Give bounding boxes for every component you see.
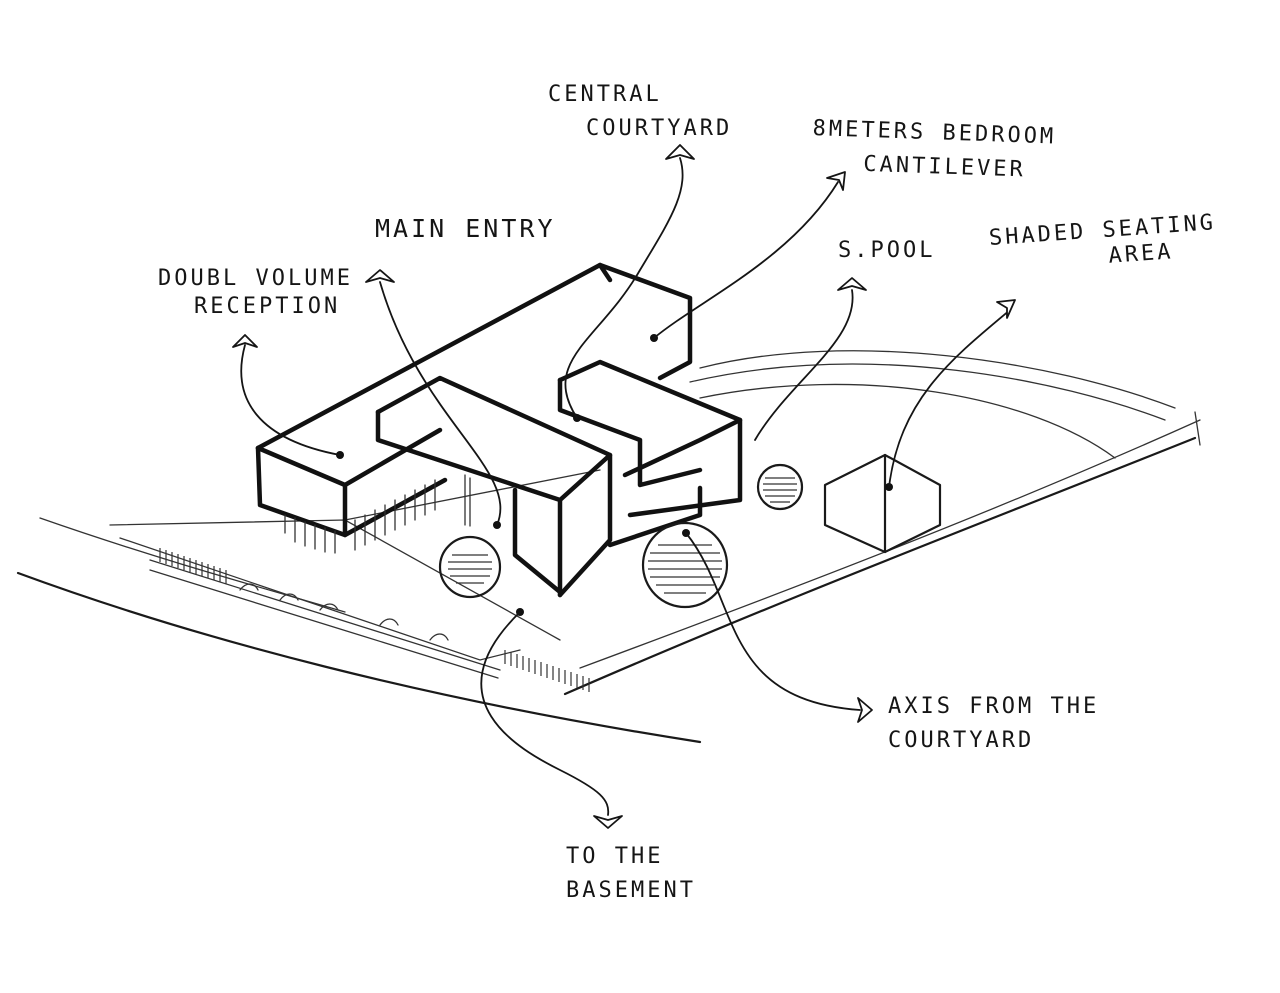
label-basement-line2: BASEMENT [566,878,696,903]
label-basement: TO THE BASEMENT [566,840,696,908]
label-central-courtyard-line1: CENTRAL [548,82,662,107]
label-basement-line1: TO THE [566,844,664,869]
label-pool: S.POOL [838,234,935,268]
label-main-entry-line1: MAIN ENTRY [375,214,556,243]
label-bedroom-cantilever: 8METERS BEDROOM CANTILEVER [811,112,1057,188]
building-volumes [255,262,743,598]
label-central-courtyard-line2: COURTYARD [586,116,733,141]
label-main-entry: MAIN ENTRY [375,212,556,246]
label-bedroom-cantilever-line2: CANTILEVER [862,151,1027,183]
label-axis-courtyard-line2: COURTYARD [888,728,1035,753]
label-double-volume-line2: RECEPTION [194,294,341,319]
label-bedroom-cantilever-line1: 8METERS BEDROOM [812,116,1057,150]
label-axis-courtyard-line1: AXIS FROM THE [888,694,1100,719]
boundary-hedge [149,548,590,692]
label-axis-courtyard: AXIS FROM THE COURTYARD [888,690,1099,758]
annotation-leaders [232,144,1016,829]
label-pool-line1: S.POOL [838,238,936,263]
label-central-courtyard: CENTRAL COURTYARD [548,78,732,146]
label-double-volume-line1: DOUBL VOLUME [158,266,353,291]
site-elements [438,453,942,609]
label-double-volume: DOUBL VOLUME RECEPTION [158,262,353,324]
